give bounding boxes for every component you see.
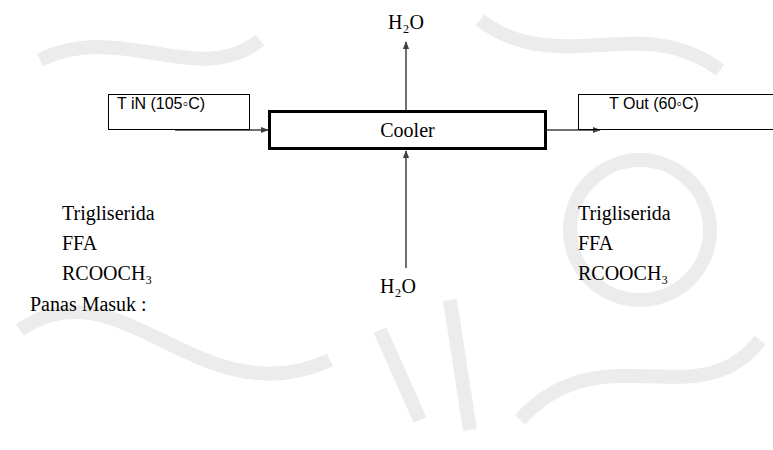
box-text: T iN (105◦C) bbox=[117, 95, 205, 113]
water-label: H₂O bbox=[380, 274, 416, 298]
component-name: FFA bbox=[578, 231, 613, 255]
water-label: H₂O bbox=[388, 10, 424, 34]
cooler-box: Cooler bbox=[268, 110, 547, 150]
water-in-arrow bbox=[405, 151, 407, 268]
component-name: FFA bbox=[62, 231, 97, 255]
water-out-arrow bbox=[405, 42, 407, 110]
component-name: RCOOCH₃ bbox=[578, 261, 668, 285]
component-name: Trigliserida bbox=[62, 201, 155, 225]
stream-label-box: T iN (105◦C) bbox=[108, 94, 250, 130]
component-name: RCOOCH₃ bbox=[62, 261, 152, 285]
box-text: Cooler bbox=[380, 119, 434, 142]
component-name: Trigliserida bbox=[578, 201, 671, 225]
note-text: Panas Masuk : bbox=[30, 292, 147, 316]
stream-label-box: T Out (60◦C) bbox=[578, 94, 773, 130]
box-text: T Out (60◦C) bbox=[609, 95, 699, 113]
watermark-shape bbox=[20, 20, 760, 430]
